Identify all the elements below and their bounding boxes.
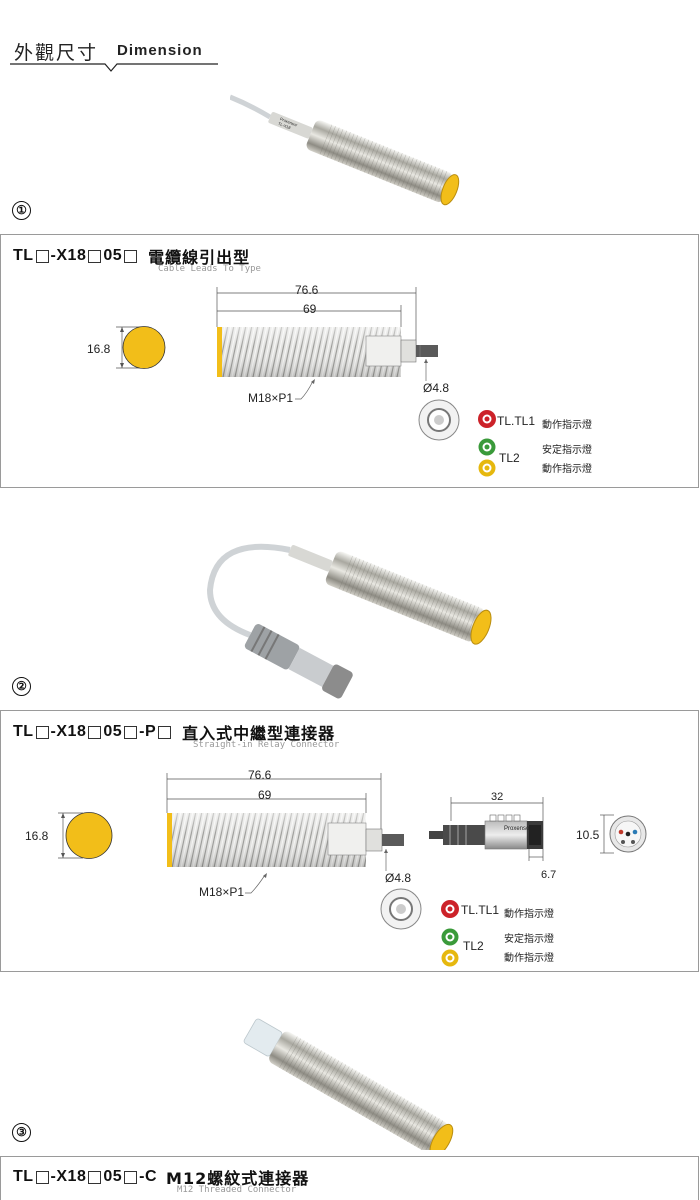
sensor-body-drawing	[216, 287, 438, 377]
model-blank-box	[88, 725, 102, 739]
connector-length-label: 32	[491, 791, 504, 803]
model-range: 05	[103, 1168, 123, 1185]
model-code-1: TL -X18 05 電纜線引出型	[13, 244, 250, 268]
section-number-3: ③	[12, 1123, 31, 1142]
model-suffix: -P	[139, 723, 157, 740]
model-range: 05	[103, 247, 123, 264]
model-blank-box	[158, 725, 172, 739]
cable-leader	[424, 359, 428, 381]
legend-action: 動作指示燈	[542, 464, 592, 475]
model-title-en: Cable Leads To Type	[158, 264, 261, 274]
model-blank-box	[124, 1170, 138, 1184]
body-length-label: 69	[303, 302, 317, 316]
header-underline	[10, 63, 218, 72]
section-number-2: ②	[12, 677, 31, 696]
indicator-diagram	[380, 888, 459, 967]
legend-stable: 安定指示燈	[504, 934, 554, 945]
section-title: 外觀尺寸	[14, 42, 99, 64]
legend-tl2: TL2	[463, 939, 484, 953]
panel-m12-connector: TL -X18 05 -C M12螺紋式連接器 M12 Threaded Connec…	[0, 1156, 699, 1200]
model-series: -X18	[50, 1168, 87, 1185]
connector-tip-label: 6.7	[541, 869, 557, 881]
face-diameter-label: 16.8	[87, 342, 111, 356]
connector-drawing	[429, 797, 544, 861]
sensor-photo-cable: Proxensor TL-X18	[230, 94, 460, 206]
legend-tl-tl1-desc: 動作指示燈	[504, 909, 554, 920]
model-blank-box	[124, 249, 138, 263]
model-title-cn: 直入式中繼型連接器	[182, 724, 336, 743]
section-subtitle: Dimension	[117, 42, 203, 59]
sensor-body-drawing	[166, 773, 404, 867]
model-code-3: TL -X18 05 -C M12螺紋式連接器	[13, 1165, 309, 1189]
model-prefix: TL	[13, 723, 34, 740]
thread-label: M18×P1	[248, 391, 294, 405]
cable-diameter-label: Ø4.8	[385, 871, 412, 885]
total-length-label: 76.6	[248, 768, 272, 782]
cable-label-text: Proxensor	[279, 116, 298, 128]
section-number-1: ①	[12, 201, 31, 220]
model-blank-box	[88, 1170, 102, 1184]
model-blank-box	[35, 249, 49, 263]
model-title-en: Straight-in Relay Connector	[193, 740, 340, 750]
model-range: 05	[103, 723, 123, 740]
body-length-label: 69	[258, 788, 272, 802]
legend-stable: 安定指示燈	[542, 445, 592, 456]
model-series: -X18	[50, 247, 87, 264]
connector-face-drawing	[600, 814, 647, 854]
cable-leader	[384, 849, 388, 871]
model-suffix: -C	[139, 1168, 158, 1185]
legend-tl-tl1-desc: 動作指示燈	[542, 420, 592, 431]
thread-label: M18×P1	[199, 885, 245, 899]
cable-label-text-2: TL-X18	[277, 121, 292, 131]
thread-leader-arrow	[245, 873, 267, 894]
model-prefix: TL	[13, 247, 34, 264]
sensor-photo-m12	[243, 1018, 454, 1150]
sensor-face-drawing	[116, 326, 166, 369]
model-blank-box	[124, 725, 138, 739]
model-blank-box	[88, 249, 102, 263]
model-title-cn: 電纜線引出型	[148, 248, 251, 267]
panel-relay-connector: TL -X18 05 -P 直入式中繼型連接器 Straight-in Relay C…	[0, 710, 699, 972]
connector-brand: Proxensor	[504, 826, 532, 832]
model-title-en: M12 Threaded Connector	[177, 1185, 297, 1195]
model-title-cn: M12螺紋式連接器	[166, 1169, 310, 1188]
thread-leader-arrow	[295, 379, 315, 400]
legend-action: 動作指示燈	[504, 953, 554, 964]
total-length-label: 76.6	[295, 283, 319, 297]
model-blank-box	[35, 725, 49, 739]
legend-tl-tl1: TL.TL1	[497, 414, 536, 428]
model-series: -X18	[50, 723, 87, 740]
model-prefix: TL	[13, 1168, 34, 1185]
cable-diameter-label: Ø4.8	[423, 381, 450, 395]
legend-tl2: TL2	[499, 451, 520, 465]
sensor-photo-relay	[206, 543, 492, 699]
indicator-diagram	[418, 399, 496, 477]
sensor-face-drawing	[58, 812, 113, 859]
face-diameter-label: 16.8	[25, 829, 49, 843]
model-blank-box	[35, 1170, 49, 1184]
model-code-2: TL -X18 05 -P 直入式中繼型連接器	[13, 720, 335, 744]
legend-tl-tl1: TL.TL1	[461, 903, 500, 917]
connector-diameter-label: 10.5	[576, 828, 600, 842]
panel-cable-type: TL -X18 05 電纜線引出型 Cable Leads To Type 16.8	[0, 234, 699, 488]
